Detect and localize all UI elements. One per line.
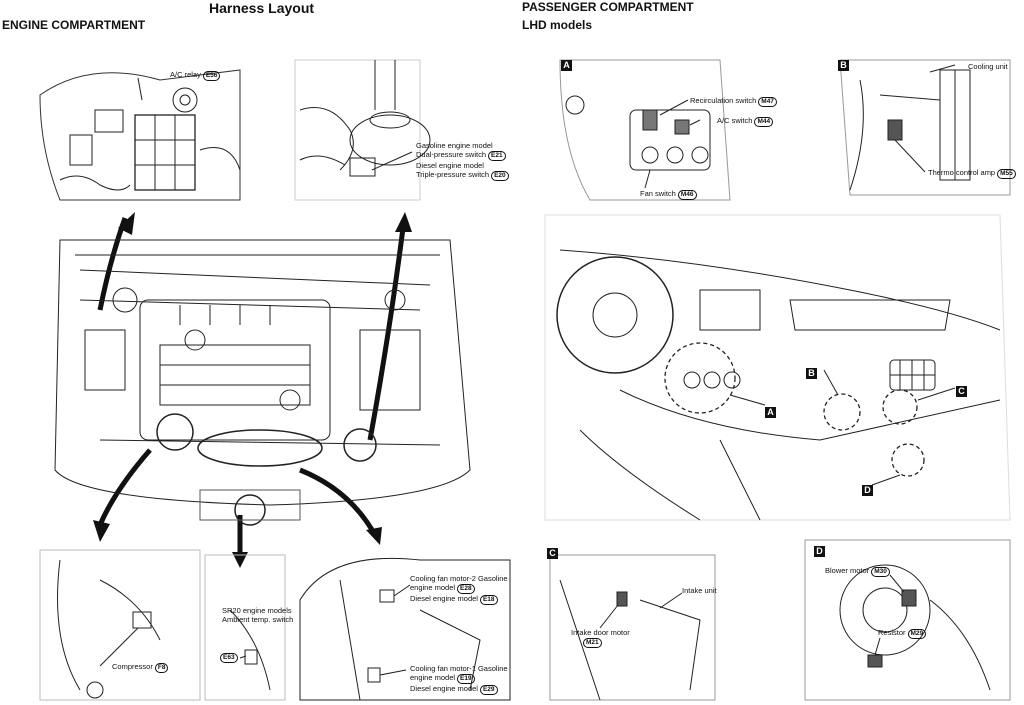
dashboard-marker-c: C — [956, 381, 967, 399]
inset-b-drawing — [839, 59, 1011, 196]
passenger-compartment-heading: PASSENGER COMPARTMENT — [522, 0, 694, 14]
inset-d-drawing — [804, 539, 1011, 701]
cooling-fan-2-label: Cooling fan motor-2 Gasoline engine mode… — [410, 574, 508, 605]
pressure-switch-inset — [294, 59, 431, 201]
cooling-unit-label: Cooling unit — [968, 62, 1008, 71]
dashboard-view — [544, 214, 1011, 521]
dashboard-marker-a: A — [765, 402, 776, 420]
lhd-models-heading: LHD models — [522, 18, 593, 32]
inset-b-marker: B — [838, 55, 849, 73]
inset-c-drawing — [549, 554, 716, 701]
cooling-fan-1-label: Cooling fan motor-1 Gasoline engine mode… — [410, 664, 508, 695]
inset-a-marker: A — [561, 55, 572, 73]
ac-relay-inset — [39, 69, 241, 201]
inset-a-drawing — [559, 59, 731, 201]
intake-door-motor-label: Intake door motor M21 — [571, 628, 630, 648]
intake-unit-label: Intake unit — [682, 586, 717, 595]
engine-main-view — [54, 239, 471, 526]
ambient-switch-inset — [204, 554, 286, 701]
pressure-switch-labels: Gasoline engine model Dual-pressure swit… — [416, 141, 509, 181]
inset-d-marker: D — [814, 541, 825, 559]
page-title: Harness Layout — [209, 0, 315, 16]
cooling-fan-inset — [299, 557, 511, 701]
ambient-switch-label: SR20 engine models Ambient temp. switch — [222, 606, 294, 624]
inset-c-marker: C — [547, 543, 558, 561]
dashboard-marker-d: D — [862, 480, 873, 498]
dashboard-marker-b: B — [806, 363, 817, 381]
engine-compartment-heading: ENGINE COMPARTMENT — [2, 18, 146, 32]
ambient-switch-code: E63 — [220, 652, 238, 663]
compressor-inset — [39, 549, 201, 701]
